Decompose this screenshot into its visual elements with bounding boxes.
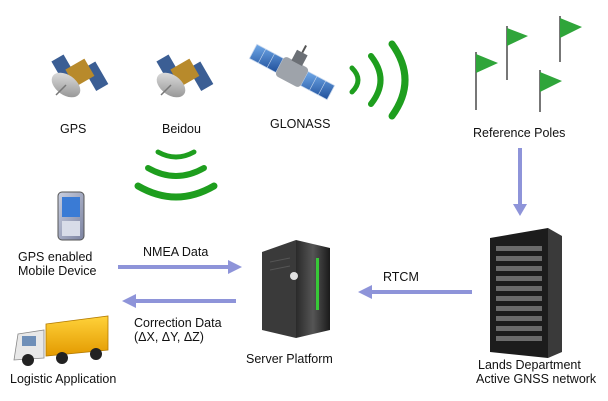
- server-tower-icon: [262, 240, 330, 338]
- beidou-label: Beidou: [162, 122, 201, 136]
- gps-label: GPS: [60, 122, 87, 136]
- correction-label-line1: Correction Data: [134, 316, 222, 330]
- nmea-label: NMEA Data: [143, 245, 209, 259]
- network-label-line1: Lands Department: [478, 358, 581, 372]
- truck-icon: [13, 315, 109, 366]
- reference-poles-flag-icon: [475, 16, 582, 112]
- mobile-device-label-line2: Mobile Device: [18, 264, 97, 278]
- nmea-arrow: [118, 260, 242, 274]
- rtcm-label: RTCM: [383, 270, 419, 284]
- reference-poles-label: Reference Poles: [473, 126, 566, 140]
- downlink-wifi-signal-icon: [134, 149, 218, 201]
- rtcm-arrow: [358, 285, 472, 299]
- correction-arrow: [122, 294, 236, 308]
- gps-satellite-icon: [51, 54, 109, 98]
- server-platform-label: Server Platform: [246, 352, 333, 366]
- glonass-label: GLONASS: [270, 117, 331, 131]
- network-label-line2: Active GNSS network: [476, 372, 597, 386]
- reference-to-network-arrow: [513, 148, 527, 216]
- mobile-device-label-line1: GPS enabled: [18, 250, 93, 264]
- smartphone-icon: [57, 191, 85, 241]
- glonass-satellite-icon: [248, 43, 336, 101]
- logistic-application-label: Logistic Application: [10, 372, 117, 386]
- beidou-satellite-icon: [156, 54, 214, 98]
- server-rack-icon: [490, 228, 562, 358]
- glonass-wifi-signal-icon: [349, 40, 409, 120]
- correction-label-line2: (ΔX, ΔY, ΔZ): [134, 330, 204, 344]
